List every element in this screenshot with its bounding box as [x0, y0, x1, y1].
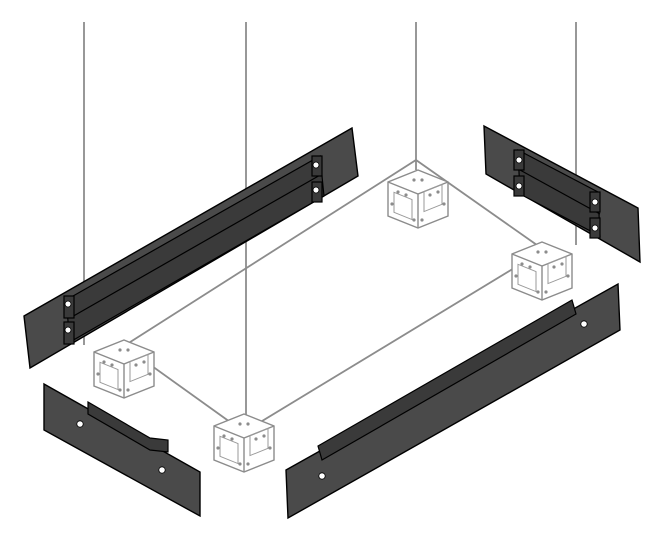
corner-bracket-left: [93, 339, 155, 399]
corner-bracket-front: [213, 413, 275, 473]
plinth-panel-back-right: [483, 124, 641, 264]
corner-bracket-back: [387, 169, 449, 229]
plinth-panel-back-left: [23, 126, 359, 370]
corner-bracket-right: [511, 241, 573, 301]
plinth-panel-front-right: [285, 282, 621, 520]
plinth-panel-front-left: [43, 382, 201, 518]
